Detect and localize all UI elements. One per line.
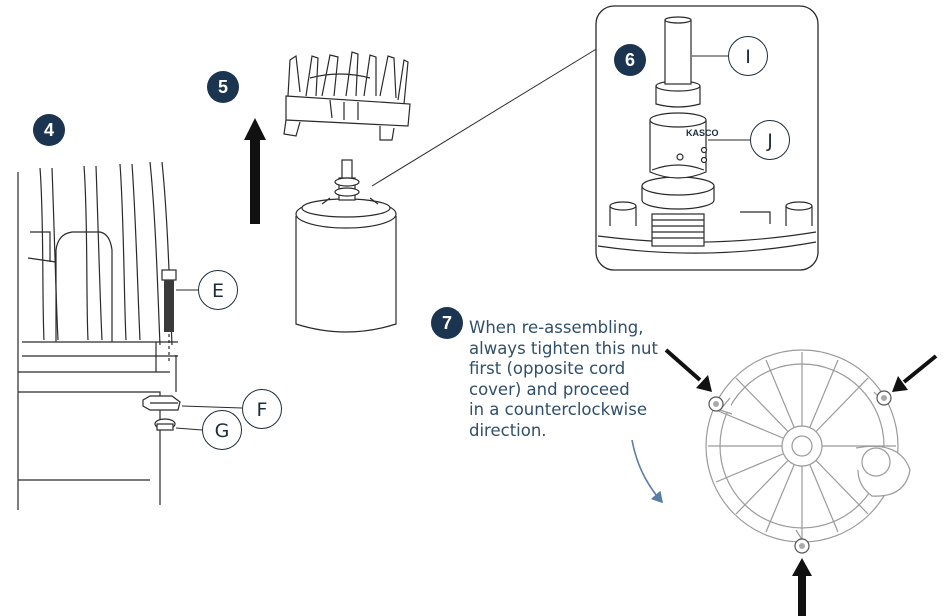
instruction-line-2: always tighten this nut [469, 338, 658, 358]
motor-body-drawing [17, 161, 178, 510]
instruction-line-4: cover) and proceed [469, 379, 630, 399]
callout-j: J [750, 120, 790, 160]
motor-top-view [705, 349, 911, 554]
instruction-line-5: in a counterclockwise [469, 400, 647, 419]
instruction-line-1: When re-assembling, [469, 318, 644, 337]
float-cage-drawing [283, 51, 411, 141]
pointer-arrow-first-nut [664, 348, 712, 392]
nut-f [142, 395, 181, 411]
brand-mark: KASCO [686, 128, 719, 138]
pointer-arrow-third-nut [792, 558, 812, 616]
step-5-badge: 5 [207, 71, 239, 103]
step-7-badge: 7 [431, 307, 463, 339]
shaft-detail-drawing [597, 16, 817, 254]
step-6-badge: 6 [614, 44, 646, 76]
pointer-arrow-second-nut [892, 354, 938, 392]
detail-leader-line [371, 47, 599, 187]
bolt-e [161, 269, 177, 362]
callout-e: E [198, 270, 238, 310]
cartridge-drawing [295, 159, 397, 333]
reassembly-instruction: When re-assembling, always tighten this … [469, 318, 679, 441]
instruction-line-6: direction. [469, 420, 547, 440]
instruction-line-3: first (opposite cord [469, 359, 626, 378]
washer-g [154, 418, 176, 431]
direction-arrow [631, 439, 664, 504]
step-4-badge: 4 [33, 114, 65, 146]
callout-i: I [728, 36, 768, 76]
callout-g: G [202, 410, 242, 450]
up-arrow [244, 118, 266, 224]
callout-f: F [242, 389, 282, 429]
